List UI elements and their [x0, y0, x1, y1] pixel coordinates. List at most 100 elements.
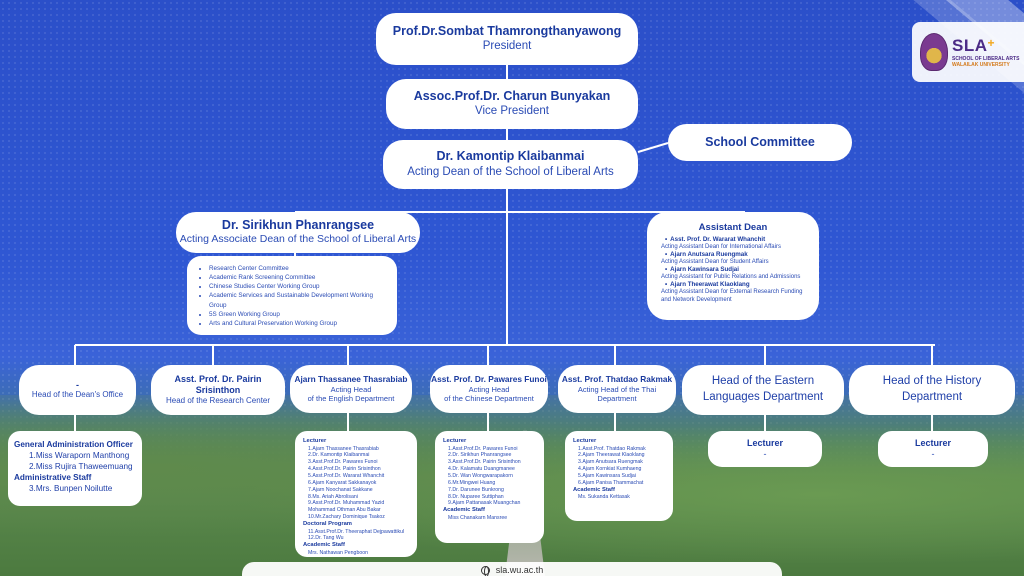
list-item: 5S Green Working Group [209, 310, 385, 319]
eastern-head-line1: Head of the Eastern [711, 375, 815, 388]
list-item: 5.Ajarn Kawinsara Sudjai [578, 472, 636, 479]
research-center-box: Asst. Prof. Dr. Pairin Srisinthon Head o… [151, 365, 285, 415]
dean-box: Dr. Kamontip Klaibanmai Acting Dean of t… [383, 140, 638, 189]
list-item: Asst. Prof. Dr. Wararat Whanchit Acting … [661, 236, 805, 251]
list-item: 5.Dr. Wan Wongwarapakorn [448, 472, 513, 479]
list-item: 4.Ajarn Kornkiat Kumhaeng [578, 466, 642, 473]
logo-subtitle: SCHOOL OF LIBERAL ARTS [952, 56, 1020, 62]
president-box: Prof.Dr.Sombat Thamrongthanyawong Presid… [376, 13, 638, 65]
vice-president-box: Assoc.Prof.Dr. Charun Bunyakan Vice Pres… [386, 79, 638, 129]
list-item: 3.Asst.Prof.Dr. Pawares Funoi [308, 459, 378, 466]
logo-university: WALAILAK UNIVERSITY [952, 62, 1010, 68]
english-head-role-line1: Acting Head [330, 384, 372, 394]
staff-heading: Academic Staff [443, 507, 485, 514]
list-item: Chinese Studies Center Working Group [209, 282, 385, 291]
list-item: Arts and Cultural Preservation Working G… [209, 319, 385, 328]
history-staff: Lecturer - [878, 431, 988, 467]
list-item: Ajarn Theerawat Klaoklang Acting Assista… [661, 281, 805, 304]
staff-heading: Lecturer [914, 437, 951, 448]
list-item: Miss Chanakarn Mansree [448, 514, 508, 521]
chinese-department-box: Asst. Prof. Dr. Pawares Funoi Acting Hea… [430, 365, 548, 413]
list-item: 1.Ajarn Thassanee Thasrabiab [308, 445, 379, 452]
list-item: Academic Rank Screening Committee [209, 273, 385, 282]
staff-heading: Lecturer [746, 437, 783, 448]
list-item: 10.Mr.Zachary Dominique Tsakoz [308, 514, 385, 521]
deans-office-staff: General Administration Officer 1.Miss Wa… [8, 431, 142, 506]
chinese-department-staff: Lecturer 1.Asst.Prof.Dr. Pawares Funoi 2… [435, 431, 544, 543]
school-committee-box: School Committee [668, 124, 852, 161]
list-item: 8.Dr. Nuparee Suttiphan [448, 493, 504, 500]
globe-icon [480, 566, 490, 576]
list-item: 7.Ajarn Noochanat Sakkane [308, 486, 373, 493]
list-item: Ms. Sukanda Kettasak [578, 494, 630, 501]
list-item: Ajarn Anutsara Ruengmak Acting Assistant… [661, 251, 805, 266]
dean-role: Acting Dean of the School of Liberal Art… [407, 165, 614, 178]
list-item: 2.Dr. Sirikhun Phanrangsee [448, 452, 512, 459]
staff-heading: Lecturer [443, 438, 467, 444]
list-item: 2.Ajarn Theerawat Klaoklang [578, 452, 645, 459]
history-head-line2: Department [901, 391, 963, 403]
vice-president-role: Vice President [475, 105, 549, 118]
thai-department-box: Asst. Prof. Thatdao Rakmak Acting Head o… [558, 365, 676, 413]
staff-heading: Lecturer [573, 438, 597, 444]
list-item: Research Center Committee [209, 264, 385, 273]
list-item: Ajarn Kawinsara Sudjai Acting Assistant … [661, 266, 805, 281]
list-item: 6.Mr.Mingwei Huang [448, 479, 496, 486]
staff-heading: General Administration Officer [14, 440, 133, 449]
eastern-languages-staff: Lecturer - [708, 431, 822, 467]
list-item: 1.Asst.Prof.Dr. Pawares Funoi [448, 445, 518, 452]
president-name: Prof.Dr.Sombat Thamrongthanyawong [392, 23, 622, 38]
list-item: Mrs. Nathawan Pengboon [308, 549, 368, 556]
associate-dean-name: Dr. Sirikhun Phanrangsee [221, 217, 375, 232]
footer-bar: sla.wu.ac.th [242, 562, 782, 576]
list-item: 6.Ajarn Panisa Thammachat [578, 479, 644, 486]
assistant-name: Asst. Prof. Dr. Wararat Whanchit [665, 236, 805, 243]
thai-head-role-line1: Acting Head of the Thai [577, 384, 657, 394]
assistant-role: Acting Assistant Dean for External Resea… [661, 289, 803, 304]
associate-dean-box: Dr. Sirikhun Phanrangsee Acting Associat… [176, 212, 420, 253]
research-center-role: Head of the Research Center [165, 395, 271, 405]
list-item: 1.Miss Waraporn Manthong [29, 451, 130, 461]
assistant-name: Ajarn Anutsara Ruengmak [665, 251, 805, 258]
list-item: 4.Dr. Kalamatu Duangmanee [448, 466, 515, 473]
list-item: 2.Dr. Kamontip Klaibanmai [308, 452, 370, 459]
english-department-box: Ajarn Thassanee Thasrabiab Acting Head o… [290, 365, 412, 413]
thai-head-name: Asst. Prof. Thatdao Rakmak [561, 373, 673, 384]
staff-heading: Doctoral Program [303, 520, 352, 527]
assistant-dean-box: Assistant Dean Asst. Prof. Dr. Wararat W… [647, 212, 819, 320]
english-head-role-line2: of the English Department [307, 393, 395, 403]
assistant-dean-title: Assistant Dean [698, 222, 768, 233]
website-link[interactable]: sla.wu.ac.th [495, 565, 544, 575]
list-item: 12.Dr. Tang Wu [308, 535, 344, 542]
list-item: Academic Services and Sustainable Develo… [209, 291, 385, 309]
thai-department-staff: Lecturer 1.Asst.Prof. Thatdao Rakmak 2.A… [565, 431, 673, 521]
research-center-head: Asst. Prof. Dr. Pairin Srisinthon [174, 374, 262, 395]
history-department-box: Head of the History Department [849, 365, 1015, 415]
assistant-role: Acting Assistant Dean for Student Affair… [661, 259, 769, 266]
eastern-head-line2: Languages Department [702, 391, 824, 403]
list-item: 7.Dr. Darunee Bunkrong [448, 486, 504, 493]
assistant-role: Acting Assistant Dean for International … [661, 244, 781, 250]
president-role: President [482, 40, 532, 53]
list-item: 9.Ajarn Pattanasak Muangchan [448, 500, 521, 507]
sla-logo: SLA+ SCHOOL OF LIBERAL ARTS WALAILAK UNI… [912, 22, 1024, 82]
list-item: 8.Ms. Ariah Abrolisani [308, 493, 358, 500]
list-item: 11.Asst.Prof.Dr. Theeraphat Dejpawattiku… [308, 528, 405, 535]
vice-president-name: Assoc.Prof.Dr. Charun Bunyakan [413, 88, 611, 103]
assistant-name: Ajarn Theerawat Klaoklang [665, 281, 805, 288]
eastern-languages-department-box: Head of the Eastern Languages Department [682, 365, 844, 415]
deans-office-head: - [76, 379, 79, 390]
list-item: 9.Asst.Prof.Dr. Muhammad Yazid Mohammad … [308, 500, 385, 514]
list-item: 5.Asst.Prof.Dr. Wararat Whanchit [308, 472, 385, 479]
assistant-role: Acting Assistant for Public Relations an… [661, 274, 801, 281]
deans-office-box: - Head of the Dean's Office [19, 365, 136, 415]
chinese-head-role-line2: of the Chinese Department [444, 393, 534, 403]
logo-plus: + [987, 36, 996, 50]
english-department-staff: Lecturer 1.Ajarn Thassanee Thasrabiab 2.… [295, 431, 417, 557]
connector-dean-committee [637, 142, 669, 153]
chinese-head-name: Asst. Prof. Dr. Pawares Funoi [431, 373, 547, 384]
english-head-name: Ajarn Thassanee Thasrabiab [294, 373, 408, 384]
staff-heading: Administrative Staff [14, 473, 92, 483]
assistant-name: Ajarn Kawinsara Sudjai [665, 266, 805, 273]
school-committee-label: School Committee [705, 134, 815, 149]
